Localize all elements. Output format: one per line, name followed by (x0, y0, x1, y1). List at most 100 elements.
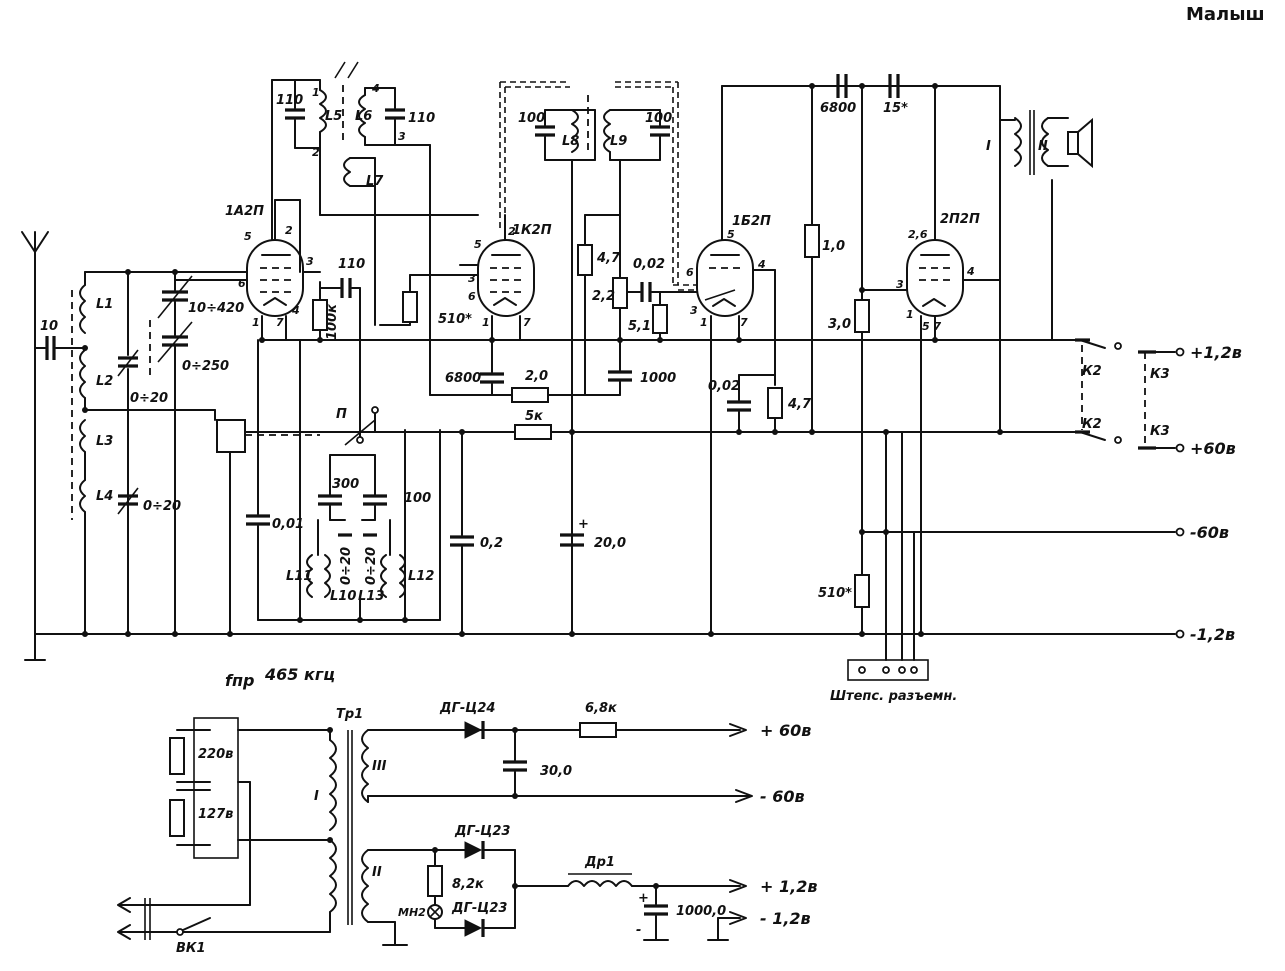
diode-dg-c23-top (434, 841, 516, 859)
c-var1-label: 10÷420 (188, 301, 244, 316)
l3-label: L3 (96, 434, 113, 449)
capacitor-30 (503, 729, 527, 797)
choke-dr1 (514, 873, 747, 893)
trim2-label: 0÷20 (143, 499, 181, 514)
switch-p-label: П (336, 407, 347, 422)
tube2-pin5: 5 (474, 238, 482, 251)
res-510a (379, 274, 479, 326)
c1000-label: 1000 (640, 371, 676, 386)
capacitor-300 (318, 494, 342, 521)
tube4-pin1: 1 (906, 308, 914, 321)
tube2-pin2: 2 (508, 225, 516, 238)
l7-label: L7 (366, 174, 384, 189)
band-switch-p (329, 379, 379, 496)
tube2-pin1: 1 (482, 316, 490, 329)
diode-dg-c24 (464, 721, 581, 739)
r4-7b-label: 4,7 (787, 397, 812, 412)
terminal-m12 (1175, 629, 1185, 639)
dr1-label: Др1 (584, 855, 615, 870)
c100c-label: 100 (404, 491, 431, 506)
tube2-pin7: 7 (523, 316, 531, 329)
c0-01-label: 0,01 (272, 517, 304, 532)
c-antenna-label: 10 (40, 319, 58, 334)
l6-pin4: 4 (371, 82, 380, 95)
switch-k2-k3 (1075, 338, 1156, 450)
tr-winding-ii: II (372, 865, 382, 880)
r6-8k-label: 6,8к (585, 701, 618, 716)
c6800b-label: 6800 (820, 101, 856, 116)
trimmer-capacitor-2 (117, 487, 139, 515)
antenna-icon (21, 231, 49, 635)
mains-selector (169, 717, 331, 906)
tube2-pin6: 6 (468, 290, 476, 303)
tube1-pin7: 7 (276, 316, 284, 329)
r1-0-label: 1,0 (822, 239, 845, 254)
ct10-label: 0÷20 (339, 547, 354, 585)
rail-m60-label: -60в (1190, 523, 1229, 542)
c0-02a-label: 0,02 (633, 257, 665, 272)
vk1-label: ВК1 (176, 941, 206, 956)
svg-text:-: - (636, 923, 641, 938)
tube3-pin7: 7 (740, 316, 748, 329)
tube3-pin3: 3 (690, 304, 698, 317)
rail-p60-wire (239, 431, 1176, 449)
schematic-title: Малыш (1186, 4, 1265, 25)
v220-label: 220в (198, 747, 233, 762)
r2-0-label: 2,0 (525, 369, 548, 384)
c-var2-label: 0÷250 (182, 359, 229, 374)
c1000uf-label: 1000,0 (676, 904, 726, 919)
if-label: fпр (225, 671, 254, 690)
tube-1k2p (459, 81, 570, 341)
dg-c24-label: ДГ-Ц24 (439, 701, 495, 716)
tube-1b2p (696, 85, 1001, 635)
tube-1a2p (174, 199, 321, 341)
band-switch-input (214, 409, 320, 635)
ct13-label: 0÷20 (364, 547, 379, 585)
capacitor-20: + (560, 517, 589, 547)
res-100k (312, 281, 328, 341)
mains-plug (117, 897, 331, 940)
r8-2k-label: 8,2к (452, 877, 485, 892)
coil-l1-l4 (71, 271, 301, 635)
svg-text:+: + (578, 517, 589, 532)
tube-1b2p-label: 1Б2П (732, 214, 771, 229)
r100k-label: 100к (325, 303, 340, 340)
r510a-label: 510* (438, 312, 472, 327)
trimmer-capacitor-1 (117, 271, 139, 635)
l6-pin3: 3 (398, 130, 406, 143)
tube4-pin26: 2,6 (908, 228, 928, 241)
tube-2p2p (861, 85, 1001, 635)
k3-label-bottom: К3 (1150, 424, 1170, 439)
rail-m12-label: -1,2в (1190, 625, 1235, 644)
dg-c23-bottom-label: ДГ-Ц23 (451, 901, 507, 916)
tube1-pin1: 1 (252, 316, 260, 329)
res-5k (514, 424, 552, 440)
m12-output (707, 911, 747, 941)
terminal-p60 (1175, 443, 1185, 453)
tube-1a2p-label: 1А2П (225, 204, 264, 219)
tube1-pin4: 4 (291, 304, 300, 317)
c100b-label: 100 (645, 111, 672, 126)
terminal-m60 (1175, 527, 1185, 537)
tr1-label: Тр1 (336, 707, 363, 722)
capacitor-0-02b (727, 374, 776, 433)
tube1-pin6: 6 (238, 277, 246, 290)
tube1-pin5: 5 (244, 230, 252, 243)
c110-osc-label: 110 (338, 257, 365, 272)
res-2-0 (511, 387, 621, 403)
l6-label: L6 (355, 109, 372, 124)
l10-label: L10 (330, 589, 356, 604)
capacitor-0-2 (450, 431, 474, 635)
c15-label: 15* (883, 101, 908, 116)
l12-label: L12 (408, 569, 434, 584)
res-1-0 (804, 85, 820, 433)
l5-pin1: 1 (312, 86, 320, 99)
output-transformer (999, 110, 1069, 341)
tube1-pin2: 2 (285, 224, 293, 237)
tube3-pin6: 6 (686, 266, 694, 279)
coils-l10-l13 (257, 339, 441, 621)
r2-2-label: 2,2 (592, 289, 615, 304)
c0-02b-label: 0,02 (708, 379, 740, 394)
c300-label: 300 (332, 477, 359, 492)
